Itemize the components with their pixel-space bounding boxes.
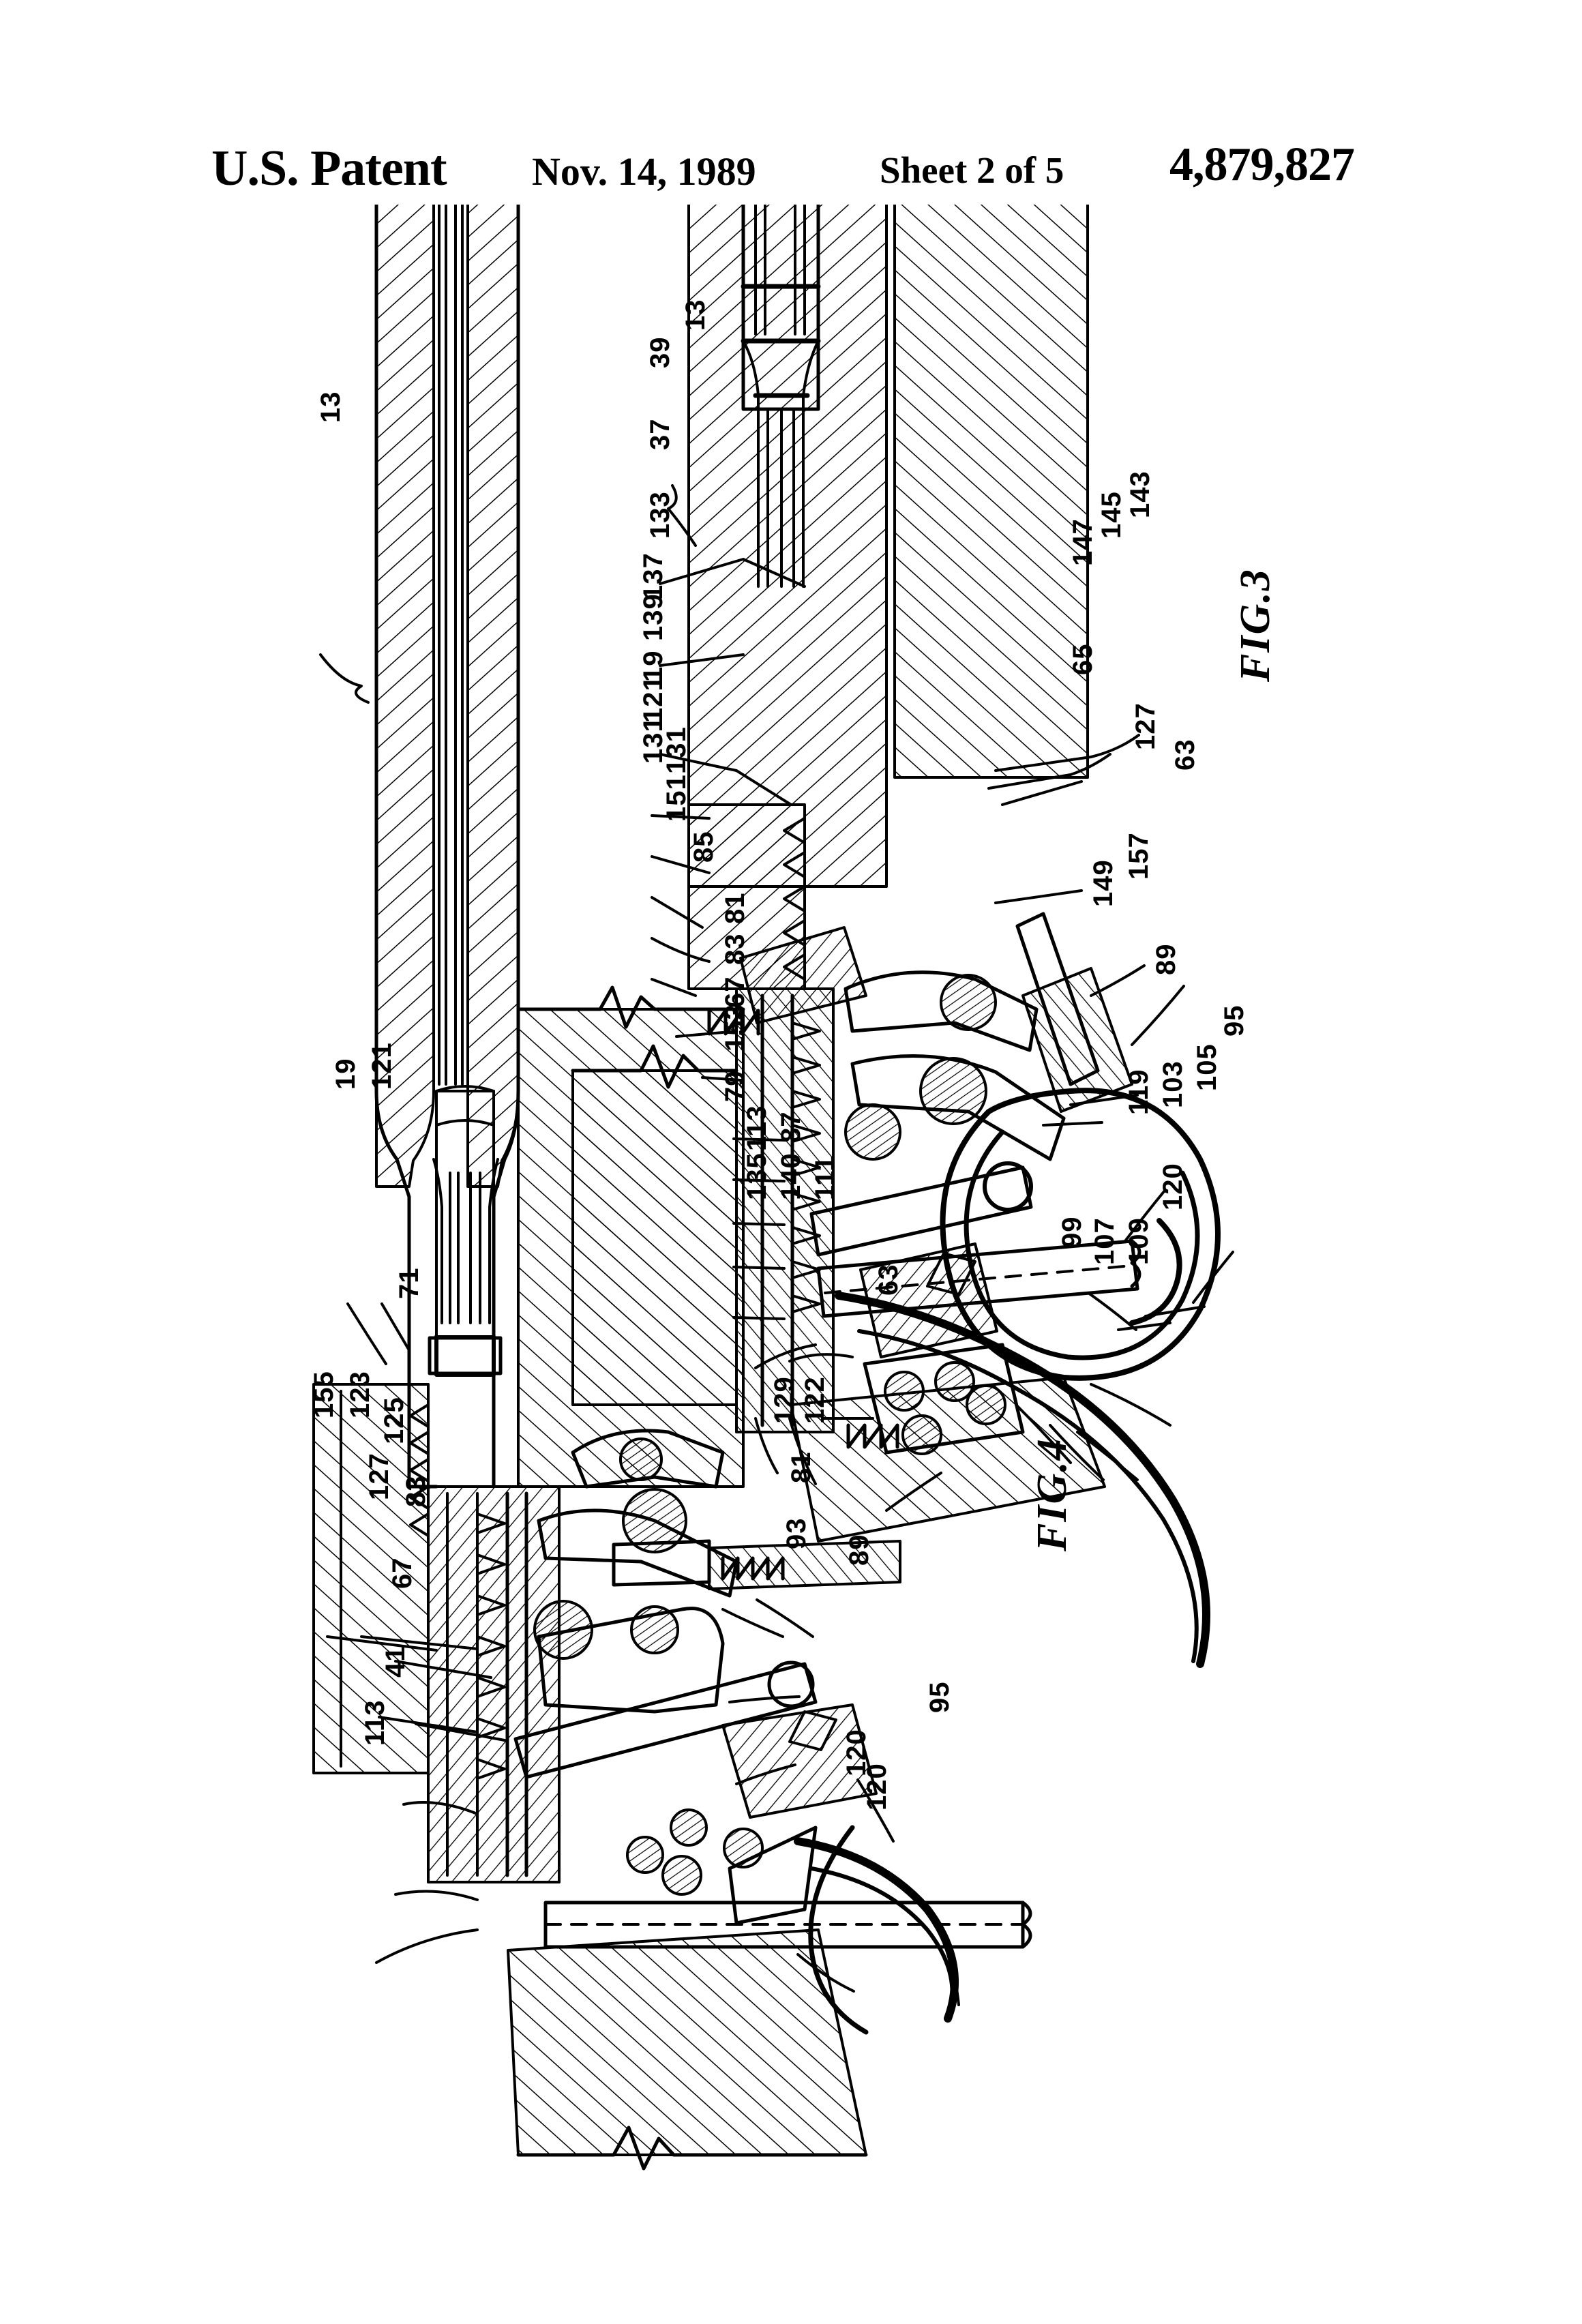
reference-numeral: 157	[1124, 832, 1154, 880]
sheet-indicator: Sheet 2 of 5	[880, 149, 1064, 191]
leader-lines	[319, 484, 1234, 2006]
reference-numeral: 140	[776, 1152, 806, 1200]
reference-numeral: 19	[331, 1058, 361, 1090]
reference-numeral: 37	[645, 418, 675, 451]
reference-numeral: 120	[1158, 1163, 1188, 1210]
figure-label-fig4: FIG.4	[1029, 1437, 1075, 1551]
reference-numeral: 129	[769, 1376, 799, 1424]
reference-numeral: 13	[316, 391, 346, 423]
reference-numeral: 121	[367, 1042, 397, 1090]
reference-numeral: 85	[689, 831, 719, 863]
patent-header: U.S. Patent Nov. 14, 1989 Sheet 2 of 5 4…	[0, 0, 1582, 225]
reference-numeral: 81	[786, 1451, 816, 1484]
reference-numeral: 133	[645, 491, 675, 539]
reference-numeral: 155	[309, 1371, 339, 1418]
reference-numeral: 67	[387, 1557, 417, 1590]
figure-label-fig3: FIG.3	[1232, 568, 1279, 682]
patent-date: Nov. 14, 1989	[532, 149, 756, 194]
reference-numeral: 95	[925, 1681, 955, 1714]
reference-numeral: 119	[1124, 1069, 1154, 1115]
reference-numeral: 153	[720, 1004, 750, 1052]
reference-numeral: 139	[638, 593, 668, 641]
reference-numeral: 39	[645, 336, 675, 369]
reference-numeral: 125	[379, 1397, 409, 1444]
reference-numeral: 113	[360, 1699, 390, 1746]
reference-numeral: 107	[1090, 1217, 1120, 1265]
reference-numeral: 63	[874, 1264, 904, 1296]
reference-numeral: 41	[380, 1645, 411, 1678]
reference-numeral: 65	[1068, 643, 1098, 676]
technical-drawing-svg	[312, 205, 1234, 2171]
reference-numeral: 71	[394, 1267, 424, 1300]
reference-numeral: 131	[661, 726, 691, 774]
reference-numeral: 95	[1219, 1004, 1249, 1037]
reference-numeral: 120	[862, 1763, 892, 1811]
reference-numeral: 103	[1158, 1060, 1188, 1108]
reference-numeral: 63	[1170, 739, 1200, 771]
reference-numeral: 87	[776, 1111, 806, 1144]
reference-numeral: 113	[742, 1105, 772, 1151]
patent-number: 4,879,827	[1169, 138, 1355, 191]
reference-numeral: 89	[844, 1534, 874, 1566]
reference-numeral: 81	[720, 892, 750, 925]
reference-numeral: 89	[1151, 943, 1181, 976]
reference-numeral: 111	[810, 1155, 840, 1200]
reference-numeral: 127	[364, 1452, 394, 1500]
reference-numeral: 83	[401, 1475, 431, 1508]
reference-numeral: 135	[742, 1152, 772, 1200]
reference-numeral: 145	[1096, 491, 1126, 539]
reference-numeral: 143	[1125, 471, 1155, 518]
reference-numeral: 67	[720, 976, 750, 1009]
reference-numeral: 149	[1088, 859, 1118, 907]
reference-numeral: 127	[1131, 702, 1161, 750]
reference-numeral: 151	[661, 774, 691, 822]
patent-office-label: U.S. Patent	[211, 140, 447, 196]
reference-numeral: 83	[720, 933, 750, 966]
patent-drawing-area	[0, 205, 1582, 2182]
reference-numeral: 79	[720, 1070, 750, 1103]
reference-numeral: 147	[1068, 518, 1098, 566]
reference-numeral: 105	[1192, 1043, 1222, 1091]
reference-numeral: 122	[800, 1376, 830, 1424]
reference-numeral: 99	[1057, 1216, 1087, 1249]
reference-numeral: 109	[1124, 1217, 1154, 1265]
reference-numeral: 93	[781, 1517, 811, 1550]
reference-numeral: 123	[345, 1371, 375, 1418]
reference-numeral: 13	[681, 299, 711, 331]
fig3-mechanism-assembly	[571, 205, 1221, 1668]
